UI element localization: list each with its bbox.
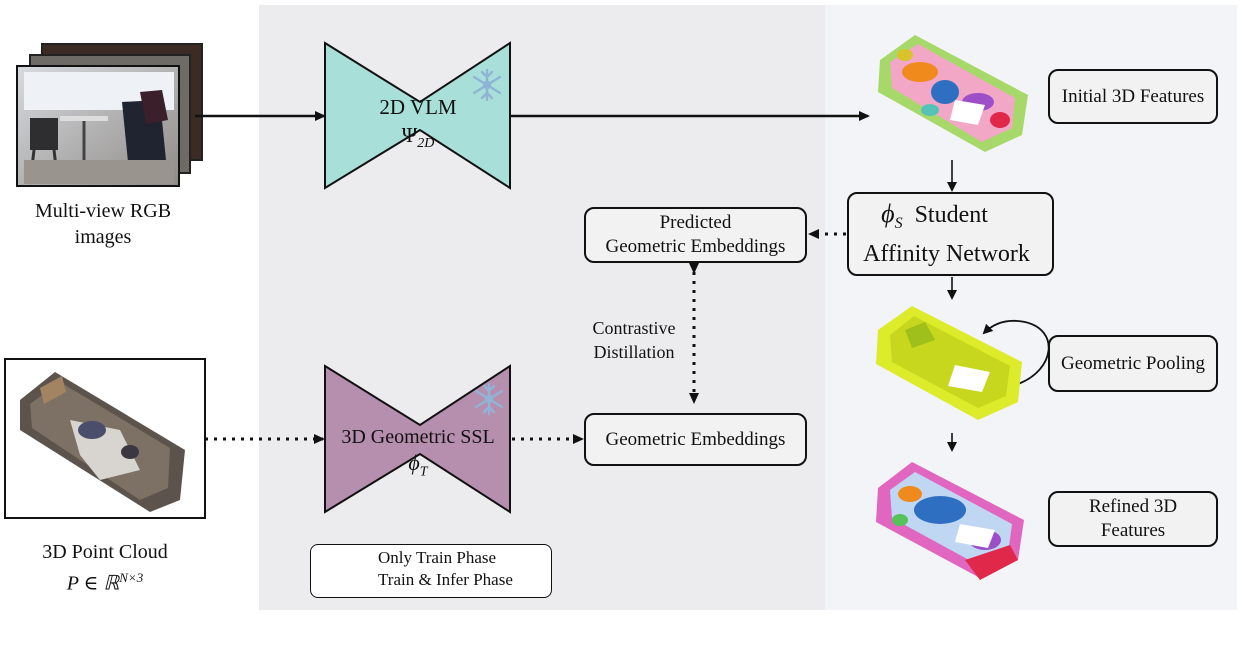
initial-3d-features-box: Initial 3D Features: [1048, 69, 1218, 124]
frozen-snowflake-icon: [474, 382, 504, 416]
vlm-title: 2D VLM: [379, 95, 457, 119]
refined-features-cloud: [876, 462, 1024, 580]
ssl-title: 3D Geometric SSL: [341, 426, 495, 448]
rgb-images-label: Multi-view RGB images: [34, 200, 172, 248]
pooling-loop-arrow: [982, 320, 1050, 385]
vlm-symbol: Ψ2D: [401, 123, 435, 152]
legend-dotted-label: Only Train Phase: [378, 548, 497, 567]
legend: [310, 544, 552, 598]
student-affinity-network-box: ϕS Student Affinity Network: [847, 192, 1054, 276]
ssl-encoder-shape: [324, 364, 511, 514]
vlm-encoder-shape: [324, 41, 511, 190]
refined-3d-features-box: Refined 3D Features: [1048, 491, 1218, 547]
ssl-symbol: ϕT: [408, 450, 428, 480]
legend-solid-label: Train & Infer Phase: [378, 570, 513, 589]
geometric-embeddings-box: Geometric Embeddings: [584, 413, 807, 466]
rgb-image-stack: [16, 43, 203, 187]
point-cloud-image: [4, 358, 206, 519]
point-cloud-label: 3D Point Cloud P ∈ ℝN×3: [42, 541, 168, 595]
geometric-pooling-box: Geometric Pooling: [1048, 335, 1218, 392]
predicted-embeddings-box: Predicted Geometric Embeddings: [584, 207, 807, 263]
frozen-snowflake-icon: [472, 68, 502, 102]
pooling-cloud: [876, 306, 1022, 420]
contrastive-distillation-label: Contrastive Distillation: [592, 318, 676, 362]
initial-features-cloud: [878, 35, 1028, 152]
